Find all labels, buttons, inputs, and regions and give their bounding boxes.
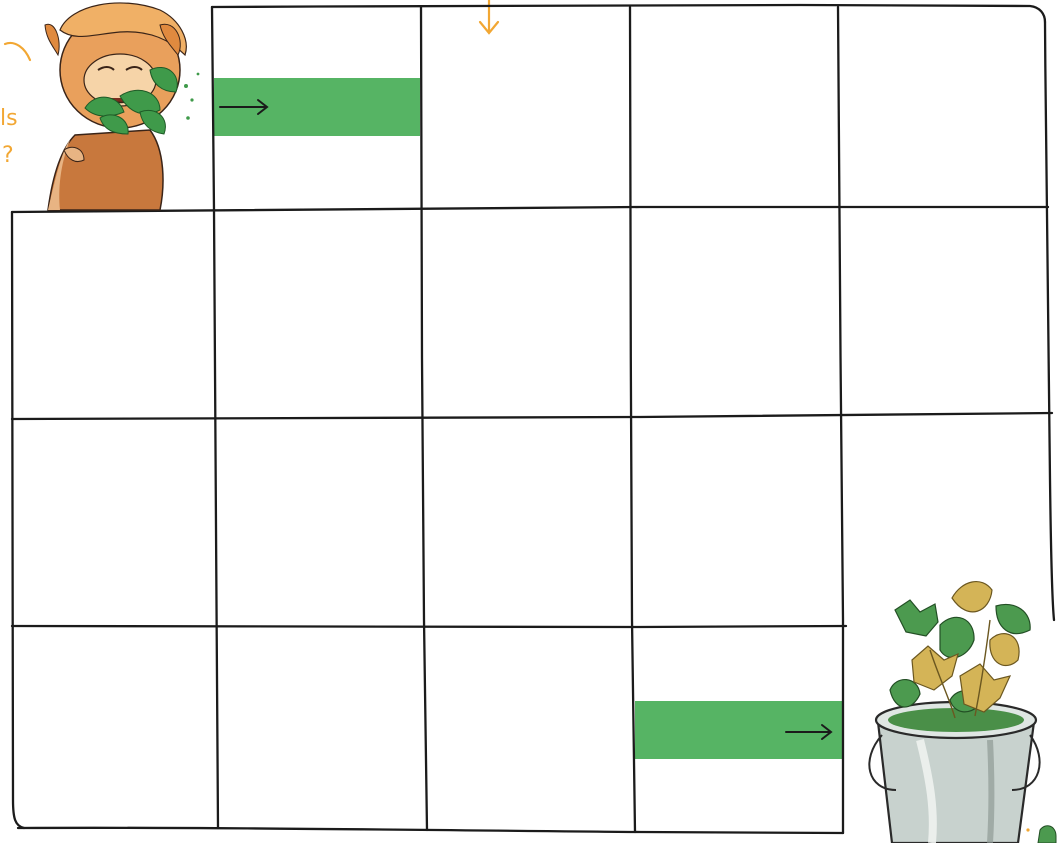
grid-row-line-2 bbox=[12, 413, 1052, 419]
grid-left-edge bbox=[12, 212, 24, 828]
start-cell[interactable] bbox=[214, 78, 420, 136]
grid-col-line-3 bbox=[630, 7, 635, 832]
grid-bottom-edge bbox=[18, 828, 843, 833]
grid-row-line-3 bbox=[12, 626, 846, 627]
finish-cell[interactable] bbox=[635, 701, 843, 759]
grid-top-edge bbox=[212, 5, 1045, 22]
alpaca-character-icon bbox=[45, 3, 199, 210]
grid-col-line-1-top bbox=[212, 7, 214, 210]
bucket-of-leaves-icon bbox=[869, 582, 1056, 843]
grid-col-line-1 bbox=[214, 210, 218, 828]
grid-row-line-1 bbox=[12, 207, 1048, 212]
grid-right-edge bbox=[1045, 22, 1054, 620]
finish-strip bbox=[635, 701, 843, 759]
orange-swoosh-mark bbox=[5, 43, 30, 60]
